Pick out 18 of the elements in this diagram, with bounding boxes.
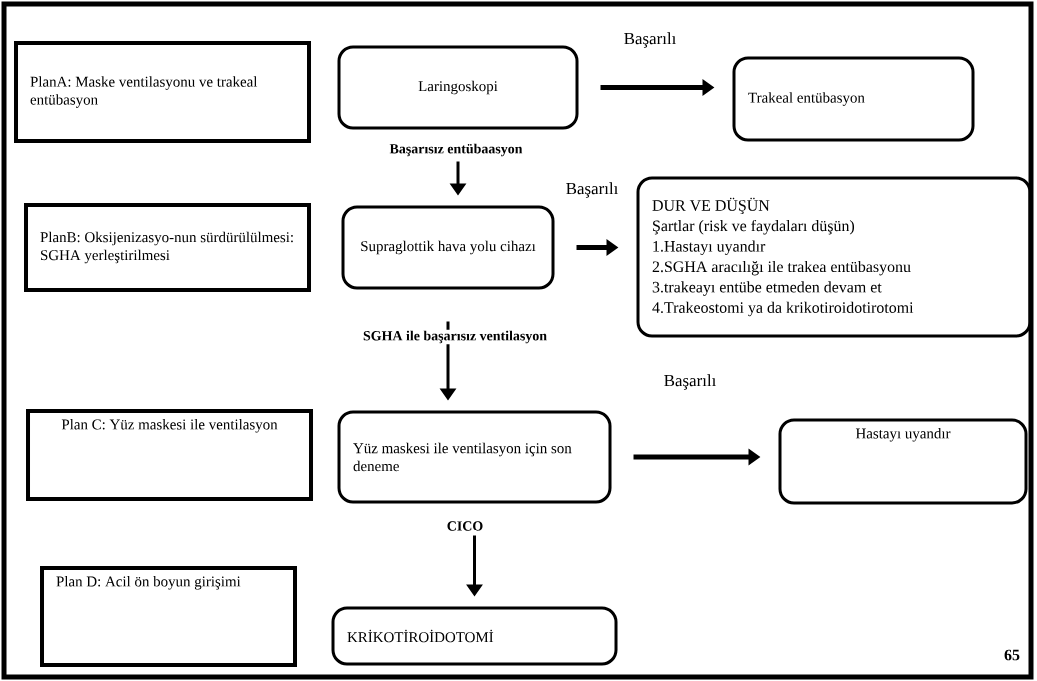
process-box: Supraglottik hava yolu cihazı: [341, 205, 555, 290]
process-box: DUR VE DÜŞÜN Şartlar (risk ve faydaları düşün) 1.Hastayı uyandır 2.SGHA aracılığı ile trakea entübasyonu 3.trakeayı entübe etmeden devam et 4.Trakeostomi ya da krikotiroidotirotomi: [636, 176, 1032, 338]
edge-label: Başarılı: [622, 31, 678, 49]
edge-label: Başarısız entübaasyon: [388, 142, 524, 158]
process-box: Hastayı uyandır: [778, 418, 1028, 505]
plan-box: PlanA: Maske ventilasyonu ve trakeal entübasyon: [14, 41, 311, 143]
process-box: KRİKOTİROİDOTOMİ: [331, 606, 618, 666]
edge-label: Başarılı: [564, 181, 620, 199]
page-number: 65: [1004, 649, 1020, 661]
edge-label: CICO: [445, 520, 485, 532]
plan-box: Plan C: Yüz maskesi ile ventilasyon: [26, 409, 313, 501]
process-box: Laringoskopi: [337, 45, 579, 130]
edge-label: SGHA ile başarısız ventilasyon: [362, 329, 549, 345]
process-box: Trakeal entübasyon: [732, 56, 975, 142]
process-box: Yüz maskesi ile ventilasyon için son deneme: [337, 410, 612, 504]
plan-box: PlanB: Oksijenizasyo-nun sürdürülülmesi: SGHA yerleştirilmesi: [24, 203, 311, 292]
edge-label: Başarılı: [662, 373, 718, 391]
plan-box: Plan D: Acil ön boyun girişimi: [40, 566, 297, 667]
